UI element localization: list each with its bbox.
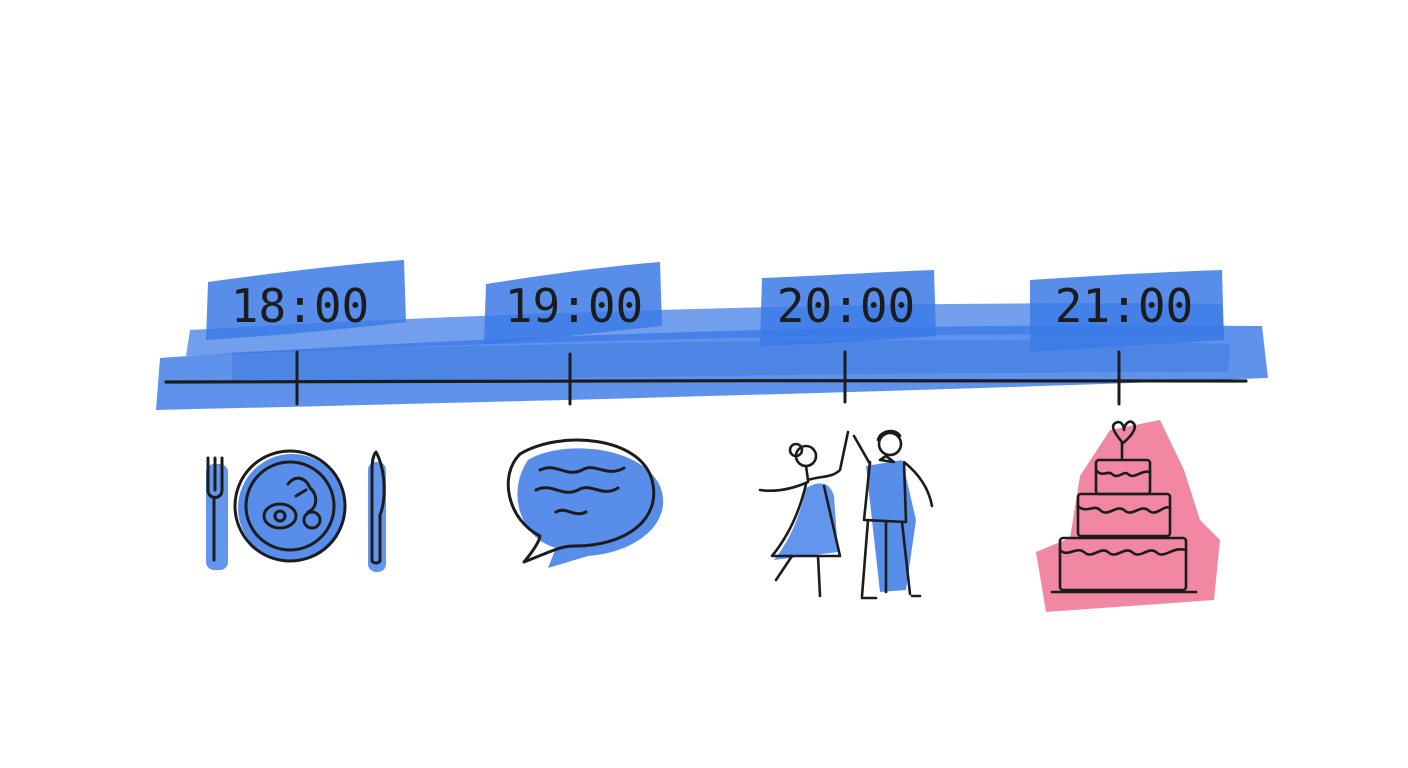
- timeline-axis: [164, 378, 1248, 384]
- dinner-plate-icon: [206, 449, 386, 572]
- speech-bubble-icon: [506, 438, 664, 568]
- dancing-couple-icon: [758, 429, 934, 600]
- time-label-18: 18:00: [231, 279, 369, 333]
- time-label-patches: [206, 260, 1224, 352]
- highlighter-band: [156, 303, 1268, 410]
- timeline-ticks: [295, 350, 1121, 406]
- time-labels: 18:00 19:00 20:00 21:00: [231, 279, 1193, 333]
- time-label-21: 21:00: [1055, 279, 1193, 333]
- wedding-cake-icon: [1036, 420, 1220, 612]
- time-label-20: 20:00: [777, 279, 915, 333]
- time-label-19: 19:00: [505, 279, 643, 333]
